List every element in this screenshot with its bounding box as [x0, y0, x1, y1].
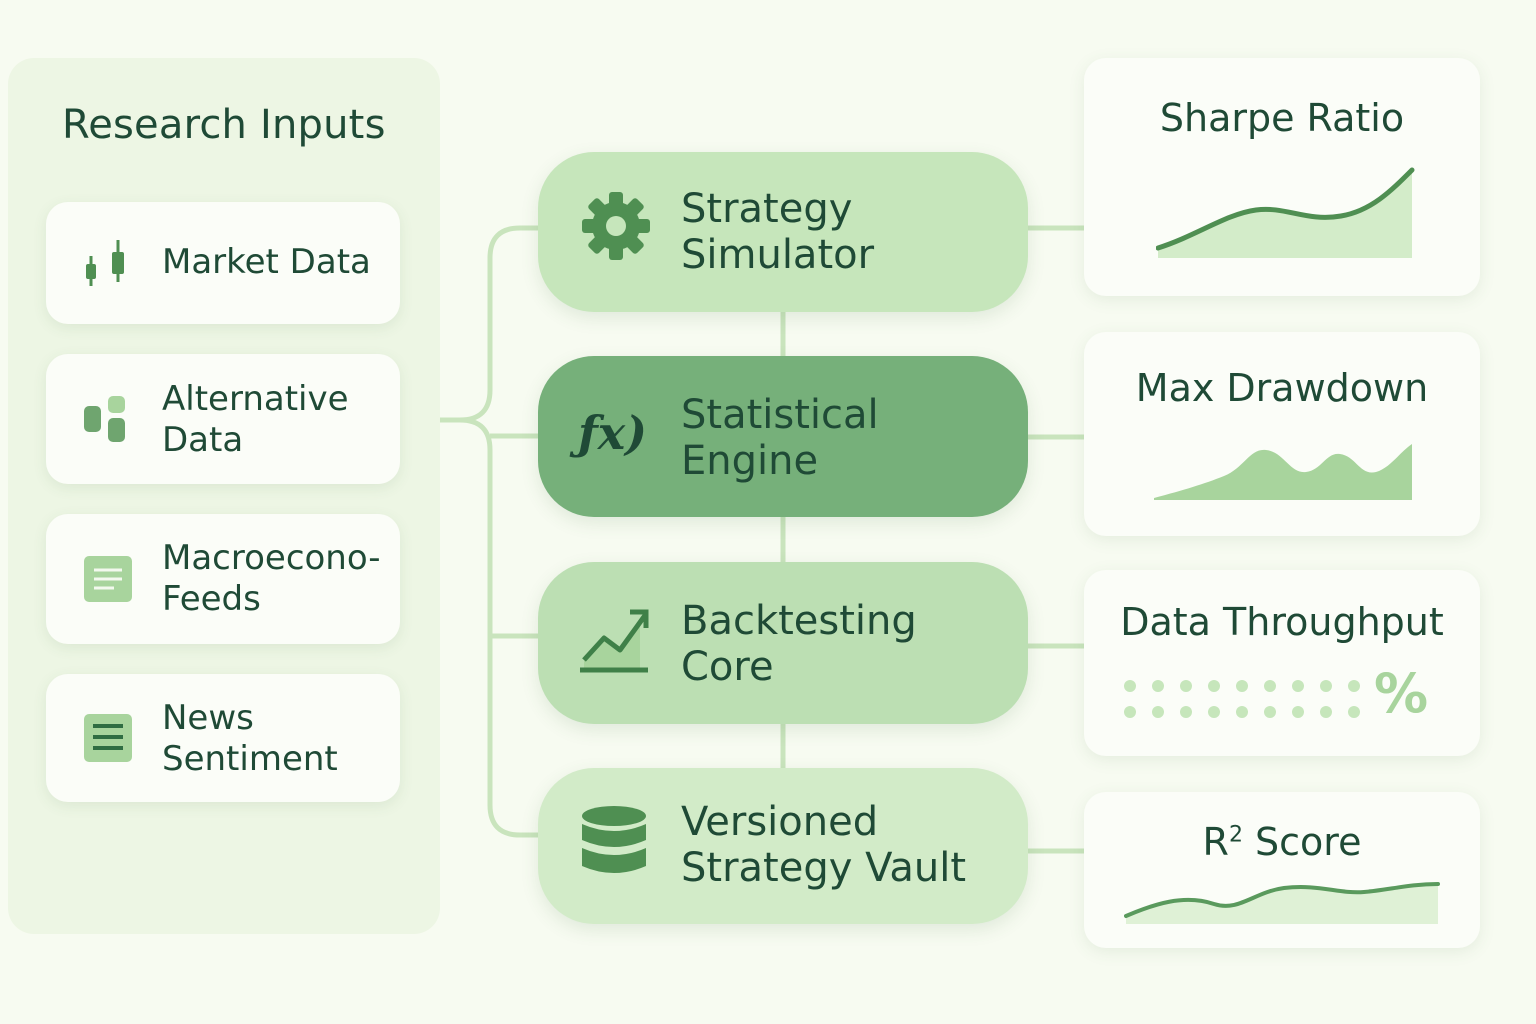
metric-title-data-throughput: Data Throughput: [1120, 600, 1444, 644]
process-statistical-engine[interactable]: ƒx) Statistical Engine: [538, 356, 1028, 517]
metric-title-r2-rest: Score: [1242, 820, 1362, 864]
max-drawdown-sparkline: [1154, 444, 1412, 500]
metric-card-r2-score[interactable]: R2 Score: [1084, 792, 1480, 948]
process-label-statistical-engine: Statistical Engine: [681, 392, 879, 484]
metric-title-r2-score: R2 Score: [1084, 820, 1480, 864]
process-label-versioned-strategy-vault: Versioned Strategy Vault: [681, 799, 967, 891]
metric-title-r2-main: R: [1202, 820, 1229, 864]
blocks-icon: [84, 396, 125, 442]
research-inputs-panel: [8, 58, 440, 934]
process-label-backtesting-core: Backtesting Core: [681, 598, 917, 690]
throughput-dot-grid: [1124, 680, 1360, 718]
input-label-macroeconomic-feeds: Macroecono- Feeds: [162, 538, 381, 619]
input-card-alternative-data[interactable]: Alternative Data: [46, 354, 400, 484]
process-backtesting-core[interactable]: Backtesting Core: [538, 562, 1028, 724]
candlestick-icon: [86, 240, 124, 286]
metric-card-max-drawdown[interactable]: Max Drawdown: [1084, 332, 1480, 536]
sharpe-ratio-sparkline: [1156, 167, 1415, 258]
research-inputs-title: Research Inputs: [62, 102, 386, 148]
input-card-news-sentiment[interactable]: News Sentiment: [46, 674, 400, 802]
input-card-market-data[interactable]: Market Data: [46, 202, 400, 324]
metric-card-data-throughput[interactable]: Data Throughput %: [1084, 570, 1480, 756]
process-label-strategy-simulator: Strategy Simulator: [681, 186, 875, 278]
metric-title-max-drawdown: Max Drawdown: [1135, 366, 1429, 410]
process-strategy-simulator[interactable]: Strategy Simulator: [538, 152, 1028, 312]
metric-title-sharpe-ratio: Sharpe Ratio: [1159, 96, 1405, 140]
percent-icon: %: [1374, 662, 1429, 725]
gear-icon: [582, 192, 650, 260]
input-label-news-sentiment: News Sentiment: [162, 698, 338, 779]
input-label-alternative-data: Alternative Data: [162, 379, 349, 460]
database-icon: [582, 806, 646, 873]
trend-chart-icon: [580, 609, 649, 673]
function-icon: ƒx): [578, 406, 647, 460]
metric-title-r2-superscript: 2: [1228, 822, 1243, 848]
news-icon: [84, 714, 132, 762]
metric-card-sharpe-ratio[interactable]: Sharpe Ratio: [1084, 58, 1480, 296]
process-versioned-strategy-vault[interactable]: Versioned Strategy Vault: [538, 768, 1028, 924]
input-card-macroeconomic-feeds[interactable]: Macroecono- Feeds: [46, 514, 400, 644]
input-label-market-data: Market Data: [162, 242, 371, 282]
r2-score-sparkline: [1124, 882, 1440, 924]
document-icon: [84, 556, 132, 602]
